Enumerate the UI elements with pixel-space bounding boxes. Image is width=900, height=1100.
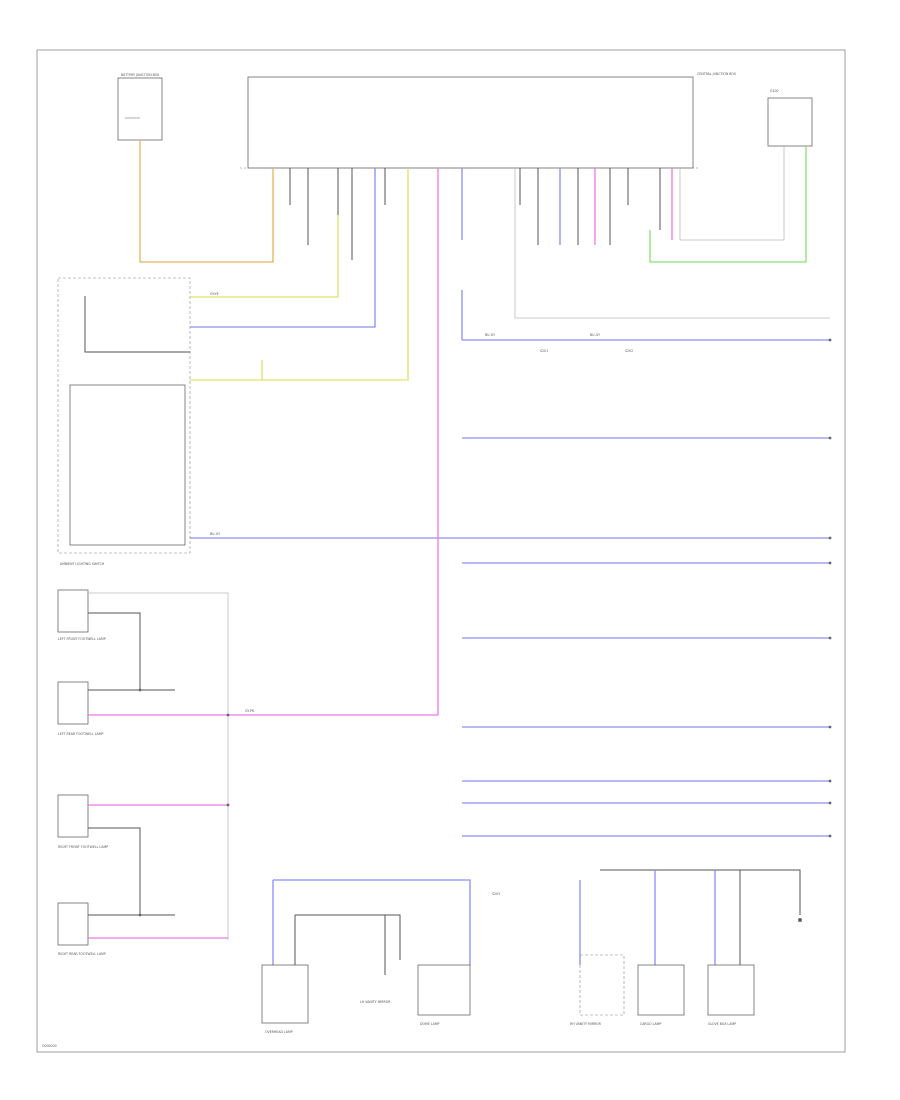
dome-label: DOME LAMP [420, 1022, 440, 1026]
ground-label: G100 [770, 89, 779, 93]
right-front-footwell-lamp: RIGHT FRONT FOOTWELL LAMP [57, 794, 108, 849]
wire-label-bu-gy-3: BU-GY [210, 532, 220, 536]
diagram-frame [36, 49, 846, 1053]
lh-vanity-mirror: LH VANITY MIRROR [360, 1000, 391, 1004]
wire-ye-2 [190, 168, 409, 381]
wire-label-gy-ye: GY-YE [210, 292, 219, 296]
pink-bus [228, 168, 439, 716]
vanity-r-label: RH VANITY MIRROR [570, 1022, 602, 1026]
right-blue-runs [461, 290, 830, 837]
bottom-bu-run [273, 879, 471, 965]
rf-lamp-label: RIGHT FRONT FOOTWELL LAMP [58, 845, 108, 849]
diagram-code: G000000 [42, 1044, 57, 1048]
green-wire [649, 146, 807, 263]
orange-wire [139, 140, 274, 263]
left-front-footwell-lamp: LEFT FRONT FOOTWELL LAMP [57, 589, 106, 641]
ambient-lighting-switch: AMBIENT LIGHTING SWITCH [57, 277, 191, 566]
left-rear-footwell-lamp: LEFT REAR FOOTWELL LAMP [57, 681, 103, 736]
splice-s203: S203 [492, 892, 500, 896]
battery-junction-box: BATTERY JUNCTION BOX [117, 73, 163, 141]
wire-label-bu-gy-2: BU-GY [590, 333, 600, 337]
cargo-label: CARGO LAMP [640, 1022, 661, 1026]
wire-label-gy-pk: GY-PK [245, 709, 255, 713]
wire-bu-1 [190, 168, 376, 328]
wire-ye-1 [190, 215, 339, 298]
battery-label: BATTERY JUNCTION BOX [121, 73, 160, 77]
overhead-label: OVERHEAD LAMP [265, 1030, 293, 1034]
dome-lamp: DOME LAMP [417, 964, 471, 1026]
module-label: CENTRAL JUNCTION BOX [697, 72, 737, 76]
lr-lamp-label: LEFT REAR FOOTWELL LAMP [58, 732, 103, 736]
cargo-lamp: CARGO LAMP [637, 964, 685, 1026]
rr-lamp-label: RIGHT REAR FOOTWELL LAMP [58, 952, 106, 956]
glove-label: GLOVE BOX LAMP [708, 1022, 736, 1026]
vanity-l-label: LH VANITY MIRROR [360, 1000, 391, 1004]
ambient-label: AMBIENT LIGHTING SWITCH [60, 562, 105, 566]
overhead-lamp: OVERHEAD LAMP [261, 964, 309, 1034]
central-junction-box: CENTRAL JUNCTION BOX [240, 72, 737, 169]
wire-label-bu-gy: BU-GY [485, 333, 495, 337]
rh-vanity-mirror: RH VANITY MIRROR [570, 954, 625, 1026]
lf-lamp-label: LEFT FRONT FOOTWELL LAMP [58, 637, 106, 641]
right-splice-dots [828, 338, 832, 838]
module-pins [289, 168, 673, 260]
glove-box-lamp: GLOVE BOX LAMP [707, 964, 755, 1026]
splice-s202: S202 [625, 349, 633, 353]
splice-s201: S201 [540, 349, 548, 353]
right-rear-footwell-lamp: RIGHT REAR FOOTWELL LAMP [57, 902, 106, 956]
top-right-relay: G100 [767, 89, 813, 147]
